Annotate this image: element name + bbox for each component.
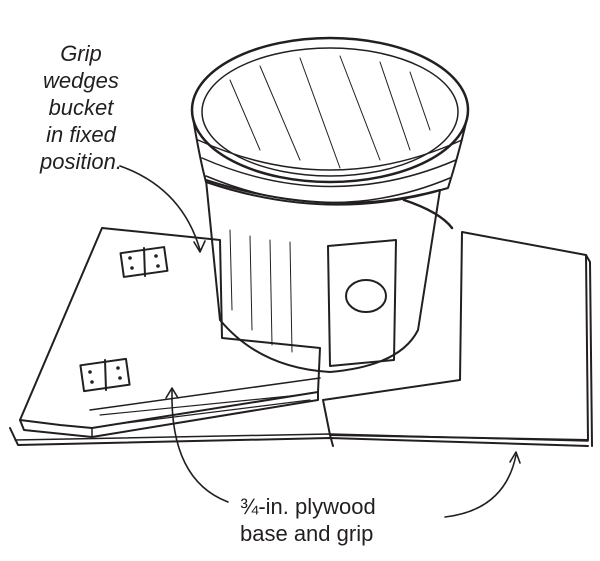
plywood-leader-arrow-right [444, 451, 521, 518]
plywood-leader-arrow-left [165, 387, 229, 503]
hinge-top [119, 246, 169, 278]
plywood-callout: ¾-in. plywood base and grip [240, 493, 376, 547]
grip-callout: Grip wedges bucket in fixed position. [40, 40, 122, 175]
grip-callout-line-1: Grip [60, 41, 102, 66]
plywood-grip [19, 227, 321, 438]
hinge-bottom [79, 357, 131, 393]
grip-callout-line-5: position. [40, 149, 122, 174]
grip-callout-line-4: in fixed [46, 122, 116, 147]
plywood-callout-line-1: ¾-in. plywood [240, 494, 376, 519]
bucket [190, 36, 470, 373]
grip-callout-line-3: bucket [48, 95, 114, 120]
plywood-base [9, 231, 593, 447]
grip-callout-line-2: wedges [43, 68, 119, 93]
grip-leader-arrow [119, 165, 206, 253]
plywood-callout-line-2: base and grip [240, 521, 374, 546]
